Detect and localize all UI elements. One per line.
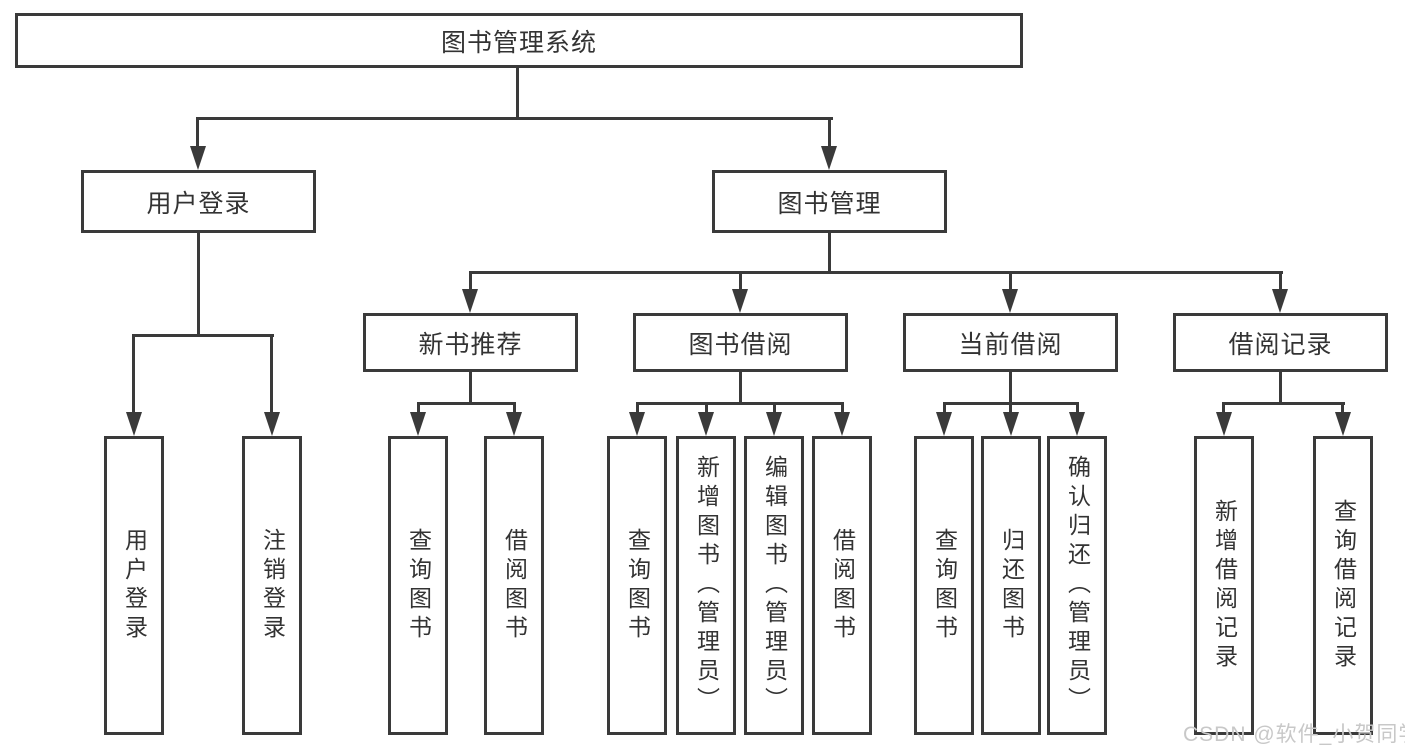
arrow-down-icon [834,412,850,436]
node-borrow-records: 借阅记录 [1173,313,1388,372]
leaf-label: 查询图书 [931,527,958,644]
node-book-borrow: 图书借阅 [633,313,848,372]
arrow-down-icon [629,412,645,436]
leaf-label: 用户登录 [121,527,148,644]
connector-line [1009,372,1012,405]
arrow-down-icon [1335,412,1351,436]
connector-line [828,117,831,148]
arrow-down-icon [190,146,206,170]
leaf-query-books-borrow: 查询图书 [607,436,667,735]
connector-line [739,372,742,405]
arrow-down-icon [766,412,782,436]
leaf-return-book: 归还图书 [981,436,1041,735]
connector-line [1279,372,1282,405]
connector-line [1279,271,1282,291]
connector-line [773,402,776,414]
leaf-label: 新增图书（管理员） [693,455,720,716]
connector-line [513,402,516,414]
connector-line [1341,402,1344,414]
connector-line [636,402,639,414]
connector-line [417,402,420,414]
connector-line [828,233,831,274]
leaf-label: 查询图书 [624,527,651,644]
connector-line [196,117,199,148]
leaf-label: 借阅图书 [829,527,856,644]
arrow-down-icon [126,412,142,436]
leaf-confirm-return-admin: 确认归还（管理员） [1047,436,1107,735]
arrow-down-icon [1003,412,1019,436]
connector-line [1009,402,1012,414]
connector-line [739,271,742,291]
leaf-label: 确认归还（管理员） [1064,455,1091,716]
connector-line [132,334,135,414]
connector-line [197,233,200,337]
leaf-borrow-books: 借阅图书 [812,436,872,735]
watermark: CSDN @软件_小贺同学 [1183,723,1405,746]
leaf-borrow-books-recommend: 借阅图书 [484,436,544,735]
leaf-label: 借阅图书 [501,527,528,644]
arrow-down-icon [1272,289,1288,313]
arrow-down-icon [1069,412,1085,436]
node-new-book-recommend: 新书推荐 [363,313,578,372]
arrow-down-icon [936,412,952,436]
node-current-borrow: 当前借阅 [903,313,1118,372]
connector-line [1222,402,1225,414]
connector-line [943,402,946,414]
leaf-logout: 注销登录 [242,436,302,735]
leaf-label: 查询图书 [405,527,432,644]
node-book-management: 图书管理 [712,170,947,233]
leaf-user-login: 用户登录 [104,436,164,735]
leaf-query-borrow-record: 查询借阅记录 [1313,436,1373,735]
leaf-add-book-admin: 新增图书（管理员） [676,436,736,735]
leaf-query-books-current: 查询图书 [914,436,974,735]
leaf-edit-book-admin: 编辑图书（管理员） [744,436,804,735]
arrow-down-icon [1002,289,1018,313]
leaf-label: 编辑图书（管理员） [761,455,788,716]
connector-line [841,402,844,414]
arrow-down-icon [821,146,837,170]
arrow-down-icon [732,289,748,313]
arrow-down-icon [410,412,426,436]
connector-line [1076,402,1079,414]
connector-line [270,334,273,414]
connector-line [1222,402,1345,405]
leaf-label: 查询借阅记录 [1330,498,1357,673]
connector-line [469,271,472,291]
arrow-down-icon [698,412,714,436]
leaf-label: 新增借阅记录 [1211,498,1238,673]
connector-line [516,68,519,120]
connector-line [1009,271,1012,291]
arrow-down-icon [1216,412,1232,436]
node-library-system: 图书管理系统 [15,13,1023,68]
leaf-add-borrow-record: 新增借阅记录 [1194,436,1254,735]
connector-line [705,402,708,414]
leaf-query-books-recommend: 查询图书 [388,436,448,735]
connector-line [417,402,516,405]
connector-line [469,271,1283,274]
connector-line [196,117,833,120]
node-user-login: 用户登录 [81,170,316,233]
arrow-down-icon [462,289,478,313]
arrow-down-icon [506,412,522,436]
leaf-label: 归还图书 [998,527,1025,644]
connector-line [636,402,844,405]
arrow-down-icon [264,412,280,436]
leaf-label: 注销登录 [259,527,286,644]
connector-line [132,334,274,337]
connector-line [469,372,472,405]
